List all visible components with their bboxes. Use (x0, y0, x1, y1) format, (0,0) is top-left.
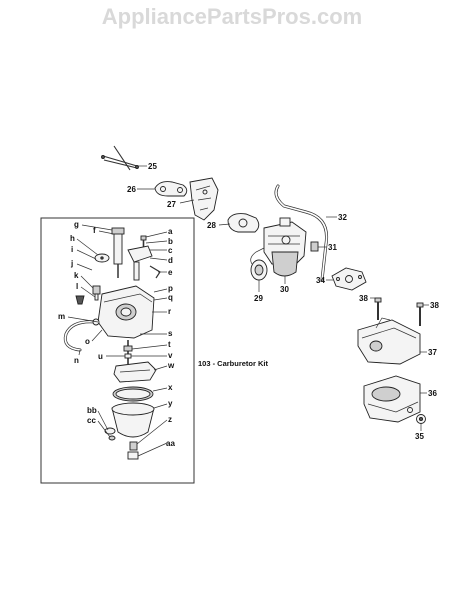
kit-choke-shaft[interactable] (111, 227, 125, 278)
kit-jet[interactable] (92, 285, 101, 301)
callout-o: o (85, 337, 90, 346)
callout-37: 37 (428, 348, 437, 357)
callout-a: a (168, 227, 173, 236)
callout-g: g (74, 220, 79, 229)
callout-aa: aa (166, 439, 175, 448)
callout-j: j (70, 259, 73, 268)
callout-i: i (71, 245, 73, 254)
callout-38-right: 38 (430, 301, 439, 310)
callout-b: b (168, 237, 173, 246)
callout-27: 27 (167, 200, 176, 209)
part-36-filter-housing[interactable] (363, 375, 421, 423)
callout-x: x (168, 383, 173, 392)
callout-w: w (167, 361, 175, 370)
callout-26: 26 (127, 185, 136, 194)
callout-s: s (168, 329, 173, 338)
callout-n: n (74, 356, 79, 365)
callout-bb: bb (87, 406, 97, 415)
callout-e: e (168, 268, 173, 277)
callout-cc: cc (87, 416, 96, 425)
callout-m: m (58, 312, 65, 321)
callout-y: y (168, 399, 173, 408)
callout-labels: 25 26 27 28 29 30 31 32 34 35 36 37 38 3… (58, 162, 439, 448)
kit-float[interactable] (113, 361, 157, 383)
kit-float-bowl[interactable] (111, 402, 155, 438)
part-30-carburetor[interactable] (263, 217, 307, 277)
part-38-bolt-right[interactable] (416, 302, 424, 326)
part-31-clip[interactable] (310, 241, 319, 252)
kit-label: 103 - Carburetor Kit (198, 359, 269, 368)
kit-carburetor-body[interactable] (97, 285, 155, 339)
part-28-gasket[interactable] (227, 213, 260, 233)
callout-d: d (168, 256, 173, 265)
kit-washer[interactable] (104, 427, 116, 441)
callout-29: 29 (254, 294, 263, 303)
callout-c: c (168, 246, 173, 255)
callout-u: u (98, 352, 103, 361)
callout-r: r (168, 307, 171, 316)
callout-h: h (70, 234, 75, 243)
callout-t: t (168, 340, 171, 349)
part-27-bracket[interactable] (189, 177, 219, 221)
carburetor-kit-frame (40, 217, 195, 484)
callout-z: z (168, 415, 172, 424)
part-35-nut[interactable] (416, 414, 426, 424)
part-25-linkage-rods[interactable] (101, 145, 139, 171)
part-32-fuel-hose[interactable] (274, 184, 329, 282)
kit-throttle-lever[interactable] (127, 245, 153, 281)
part-37-intake-manifold[interactable] (357, 317, 421, 365)
kit-main-jet-stack[interactable] (123, 340, 133, 364)
part-38-bolt-left[interactable] (374, 297, 382, 320)
callout-p: p (168, 284, 173, 293)
callout-35: 35 (415, 432, 424, 441)
part-26-gasket[interactable] (154, 181, 188, 197)
callout-36: 36 (428, 389, 437, 398)
part-34-gasket[interactable] (331, 267, 367, 291)
kit-bowl-gasket[interactable] (112, 386, 154, 402)
callout-k: k (74, 271, 79, 280)
kit-choke-plate[interactable] (94, 253, 110, 263)
callout-31: 31 (328, 243, 337, 252)
callout-34: 34 (316, 276, 325, 285)
callout-v: v (168, 351, 173, 360)
callout-f: f (93, 226, 96, 235)
kit-idle-screw[interactable] (75, 295, 85, 305)
callout-30: 30 (280, 285, 289, 294)
watermark: AppliancePartsPros.com (102, 4, 362, 29)
callout-32: 32 (338, 213, 347, 222)
kit-drain-tube[interactable] (63, 318, 100, 352)
kit-drain-screw[interactable] (127, 441, 139, 460)
callout-l: l (76, 282, 78, 291)
callout-25: 25 (148, 162, 157, 171)
leader-lines (67, 165, 429, 457)
callout-q: q (168, 293, 173, 302)
callout-38-left: 38 (359, 294, 368, 303)
callout-28: 28 (207, 221, 216, 230)
